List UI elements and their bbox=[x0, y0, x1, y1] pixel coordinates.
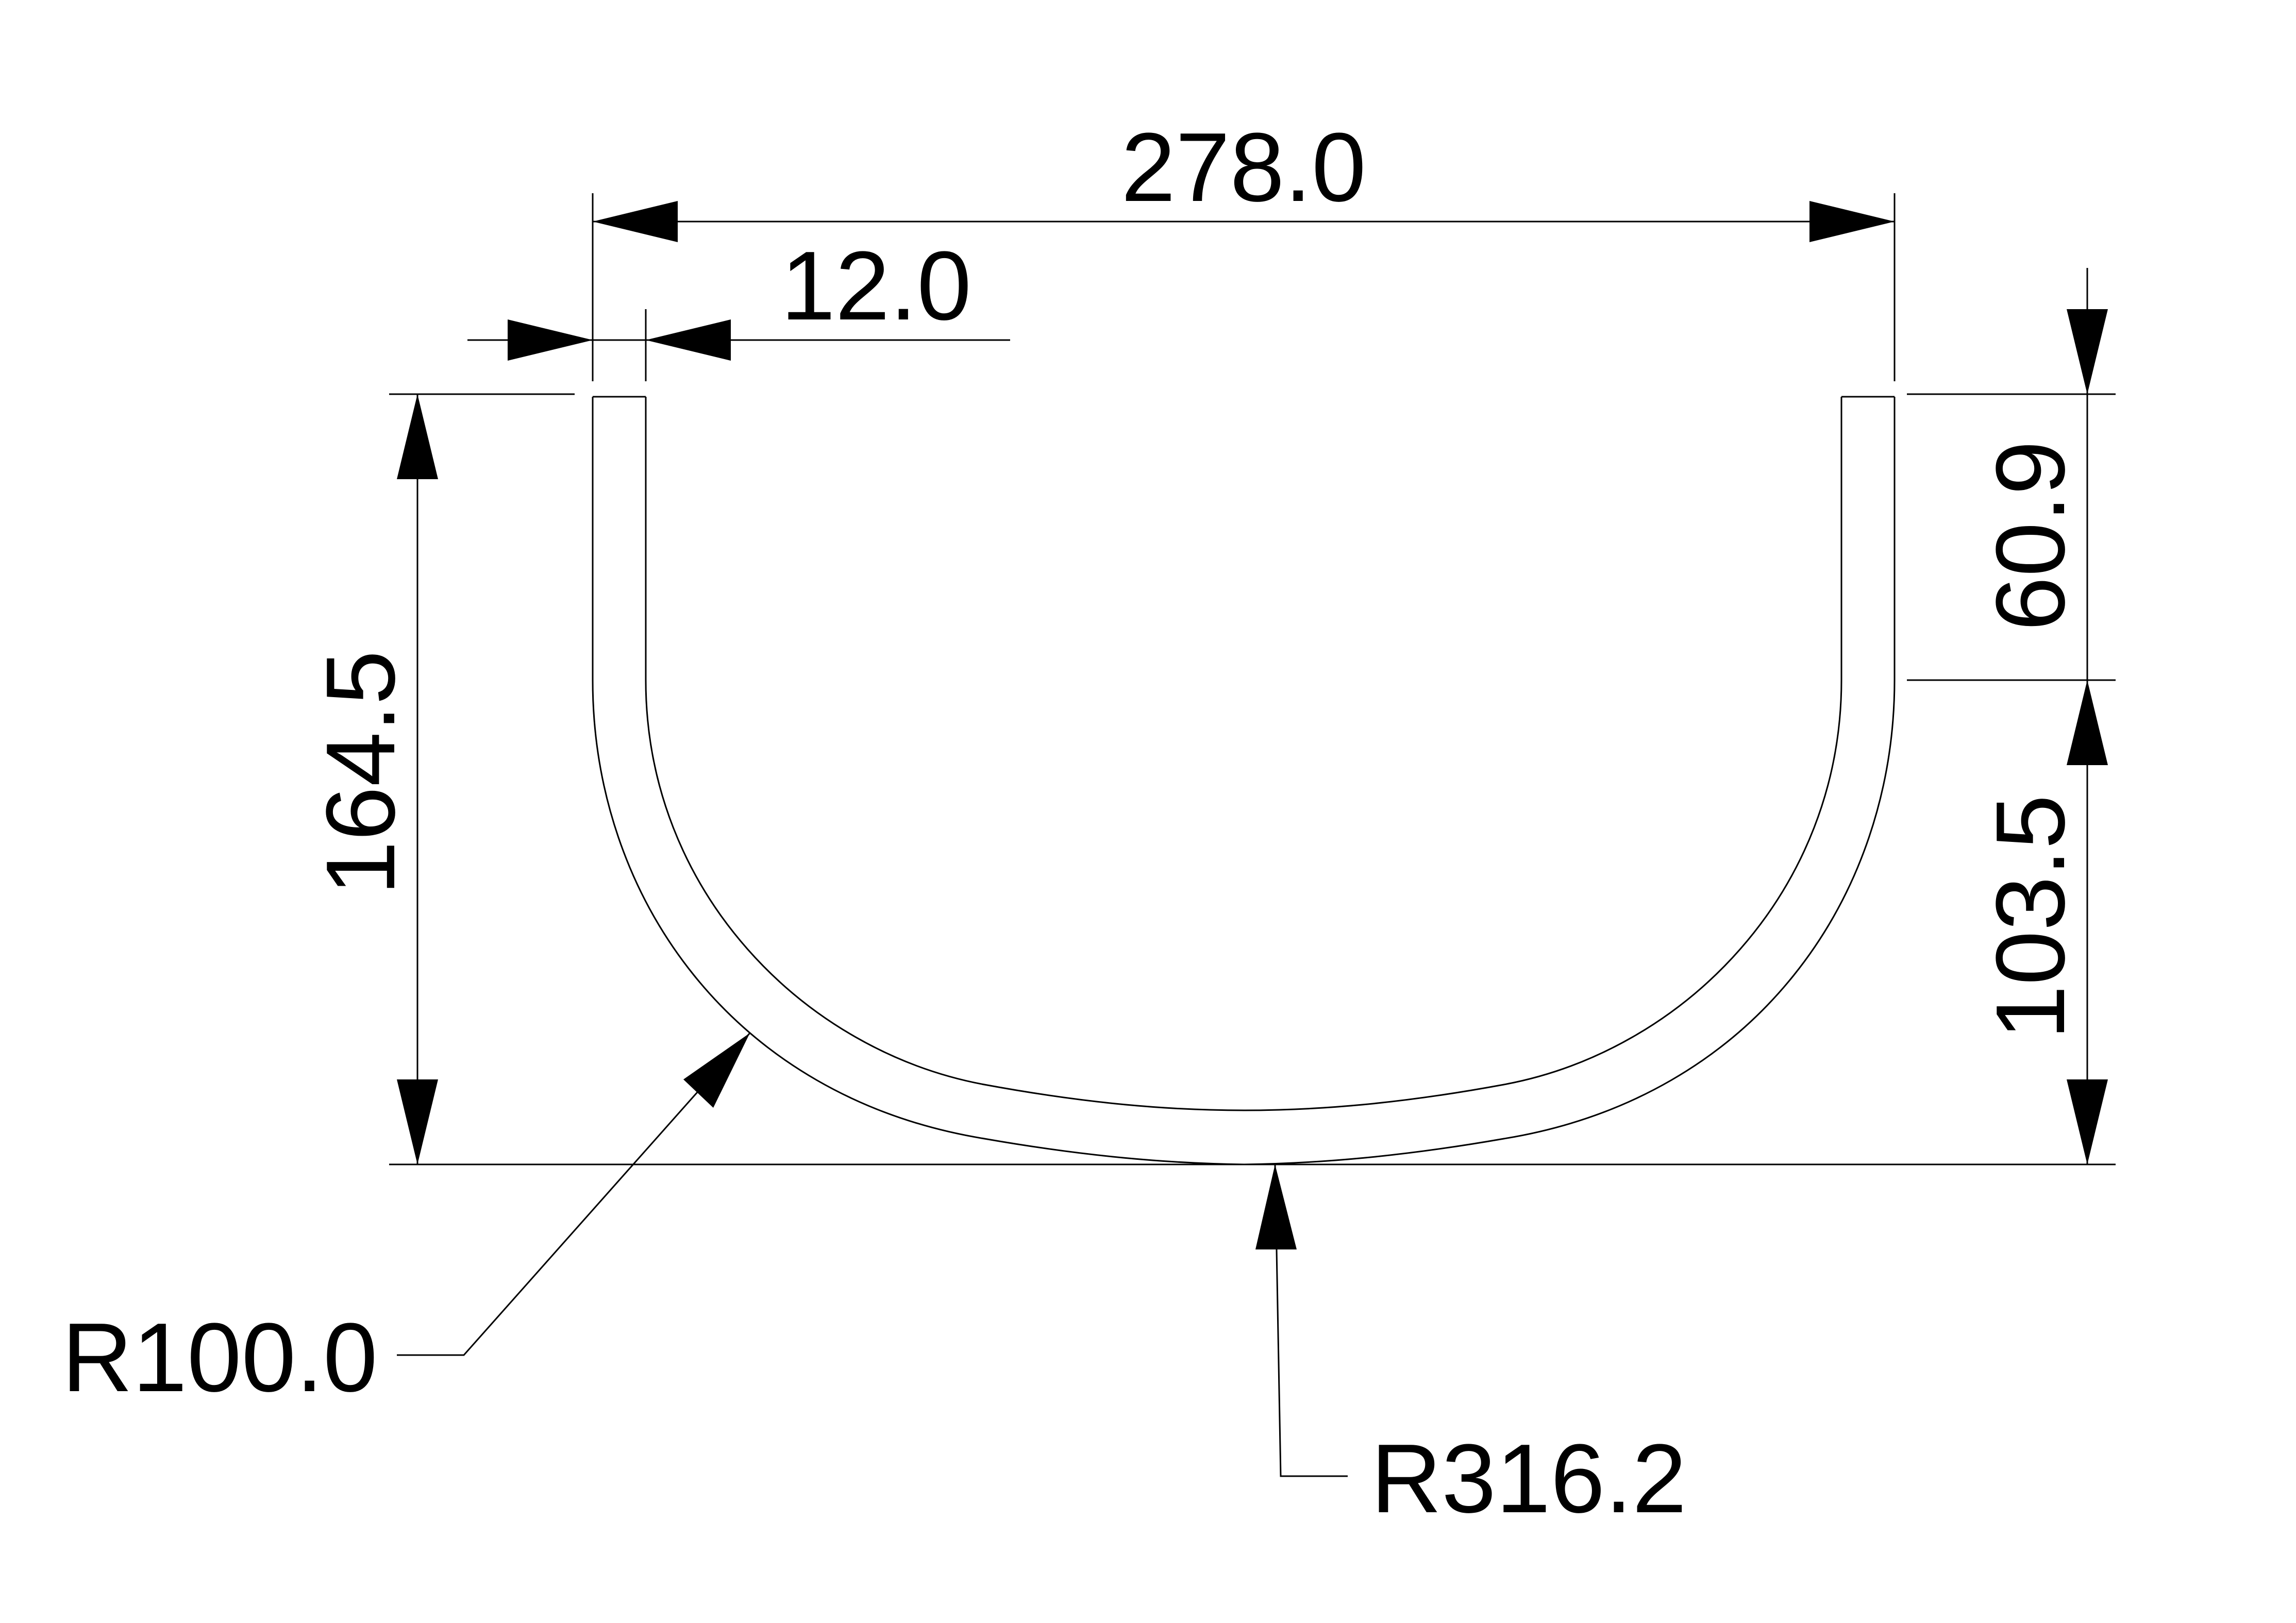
dim-total-height: 164.5 bbox=[306, 393, 2116, 1165]
label-arc-height: 103.5 bbox=[1976, 794, 2085, 1039]
profile-inner-edge bbox=[645, 397, 1842, 1111]
arrowhead-arc-top bbox=[2067, 680, 2108, 765]
leader-corner-radius: R100.0 bbox=[62, 1033, 751, 1412]
arrowhead-height-bottom bbox=[397, 1079, 438, 1164]
dim-overall-width: 278.0 bbox=[592, 113, 1896, 381]
leader-line-corner-radius bbox=[397, 1033, 751, 1356]
label-overall-width: 278.0 bbox=[1121, 113, 1366, 222]
label-straight-height: 60.9 bbox=[1976, 441, 2085, 631]
profile-outer-edge bbox=[592, 397, 1896, 1165]
arrowhead-thickness-left bbox=[508, 319, 593, 361]
dim-right-heights: 60.9 103.5 bbox=[1907, 268, 2116, 1164]
label-wall-thickness: 12.0 bbox=[781, 231, 971, 341]
channel-profile bbox=[592, 396, 1896, 1165]
arrowhead-bottom-radius bbox=[1255, 1164, 1297, 1249]
label-bottom-radius: R316.2 bbox=[1371, 1424, 1687, 1533]
arrowhead-width-left bbox=[593, 201, 678, 242]
label-corner-radius: R100.0 bbox=[62, 1303, 378, 1412]
leader-line-bottom-radius bbox=[1274, 1164, 1348, 1477]
arrowhead-straight-top bbox=[2067, 309, 2108, 394]
arrowhead-arc-bottom bbox=[2067, 1079, 2108, 1164]
label-total-height: 164.5 bbox=[306, 650, 415, 895]
arrowhead-height-top bbox=[397, 394, 438, 479]
arrowhead-corner-radius bbox=[683, 1033, 750, 1108]
arrowhead-width-right bbox=[1809, 201, 1895, 242]
dim-wall-thickness: 12.0 bbox=[467, 231, 1010, 381]
arrowhead-thickness-right bbox=[646, 319, 731, 361]
leader-bottom-radius: R316.2 bbox=[1255, 1164, 1687, 1533]
